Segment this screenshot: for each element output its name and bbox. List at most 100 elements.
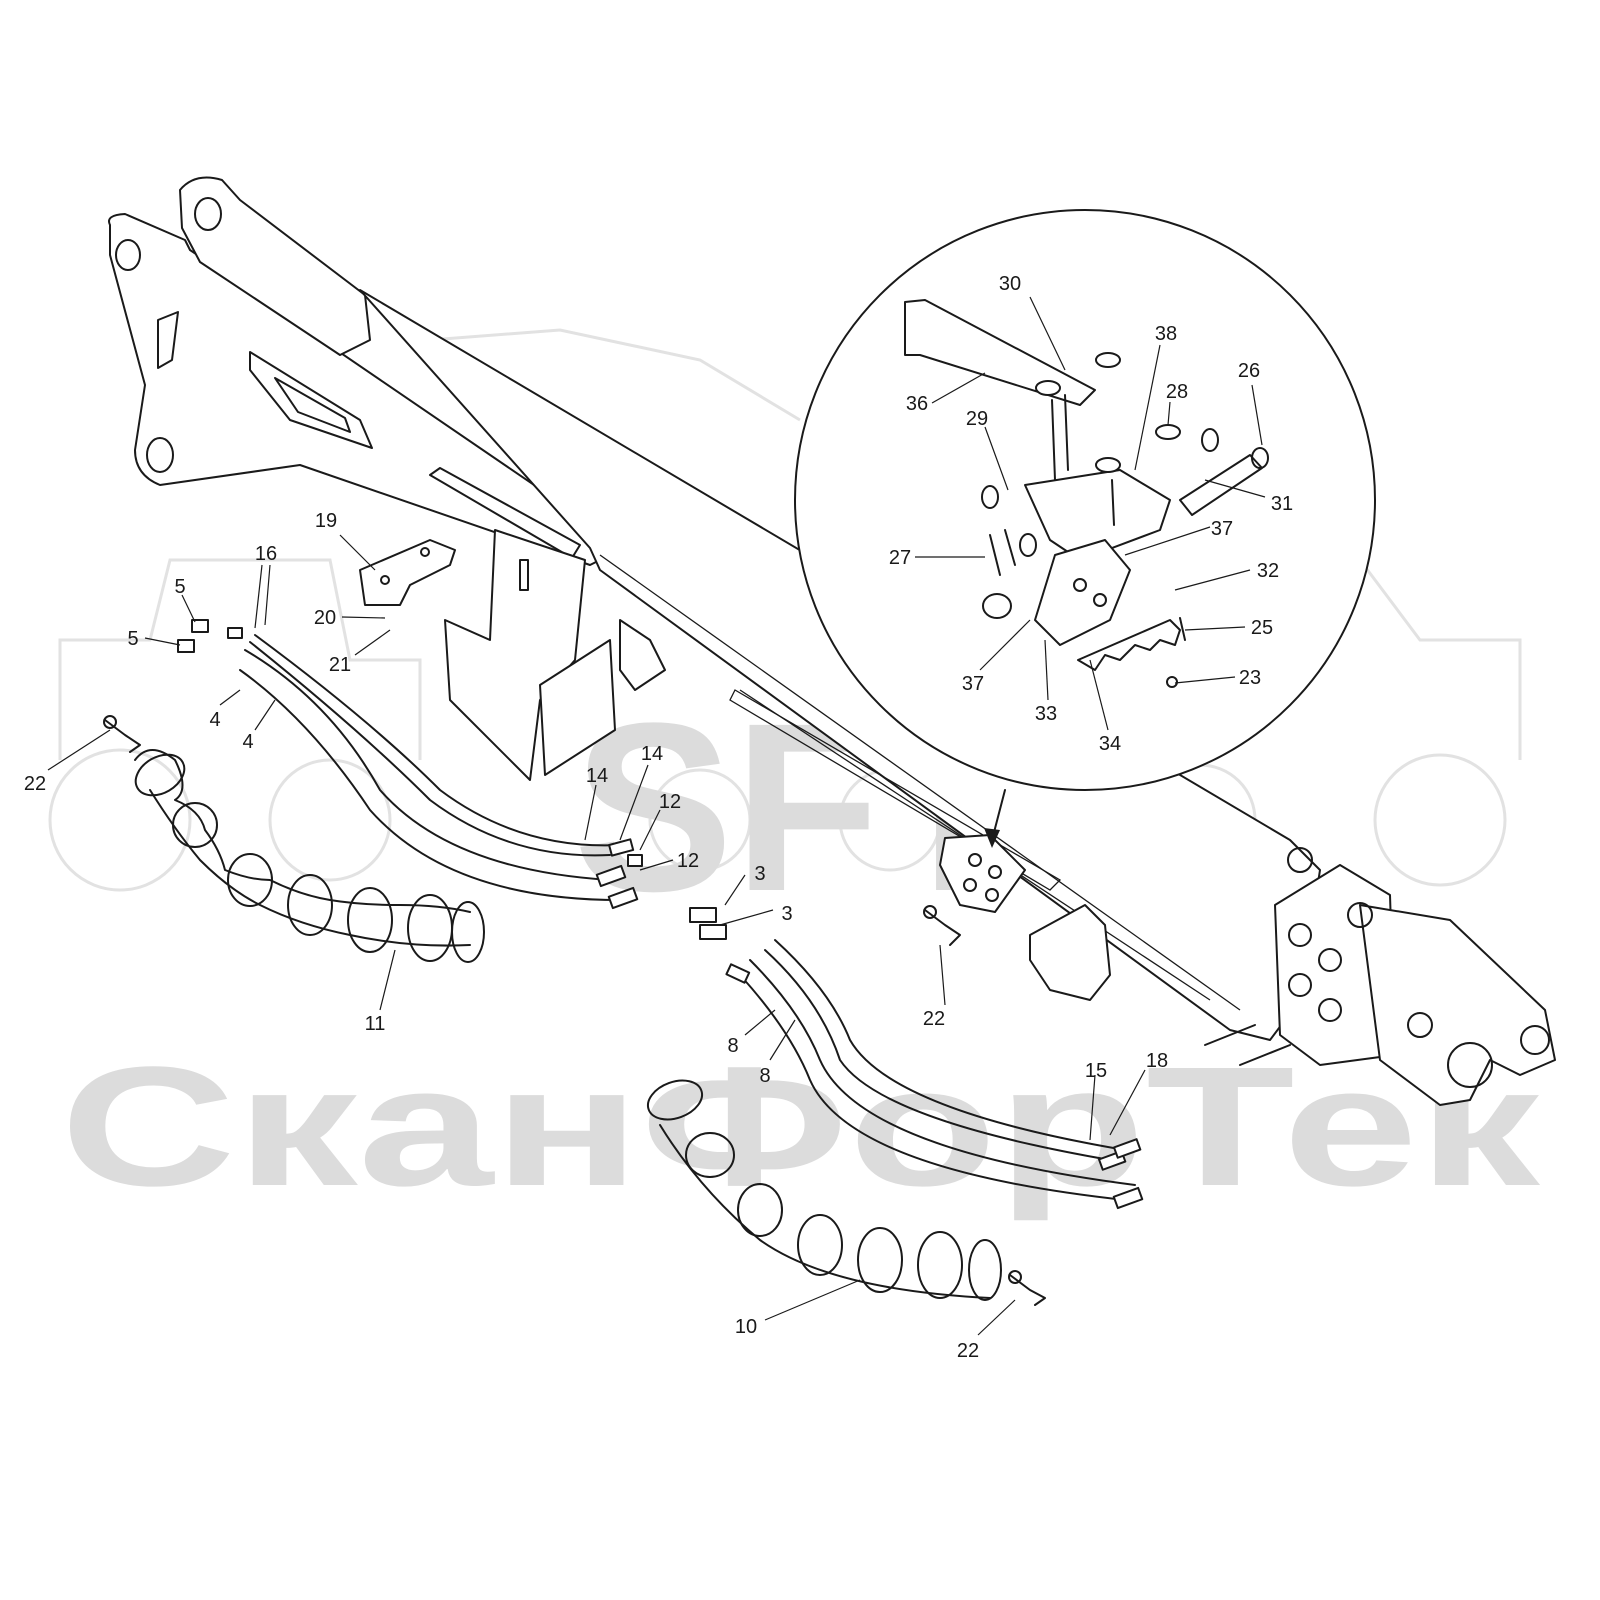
fitting-16: [227, 627, 243, 639]
fitting-3b: [699, 924, 727, 940]
rubber-mount-3: [1155, 424, 1181, 440]
hose-14a: [254, 634, 621, 847]
stud-1: [1051, 399, 1056, 481]
callout-25: 25: [1251, 617, 1273, 639]
bracket-37-hole-1: [1073, 578, 1087, 592]
bracket-37-hole-2: [1093, 593, 1107, 607]
boom-beam-strip: [729, 689, 1062, 891]
callout-22-b: 22: [923, 1008, 945, 1030]
head-bolt-1: [1204, 1024, 1256, 1046]
mounting-plate-hole-4: [985, 888, 999, 902]
clamp-22-mid-bolt: [923, 905, 937, 919]
callout-4-a: 4: [209, 709, 220, 731]
yoke-pivot-hole-lower: [146, 437, 174, 473]
rubber-mount-1: [1035, 380, 1061, 396]
callout-3-b: 3: [781, 903, 792, 925]
spiral-10-ring-1: [646, 1079, 704, 1121]
boom-top-rail: [429, 467, 581, 559]
fitting-12: [627, 854, 643, 867]
detail-arrow-head: [984, 828, 1000, 848]
head-pin-hole-5: [1407, 1012, 1433, 1038]
callout-31: 31: [1271, 493, 1293, 515]
guard-plate: [444, 529, 586, 781]
boom-assembly: [108, 176, 1556, 1106]
spiral-10-ring-3: [737, 1183, 783, 1237]
bracket-19-hole: [380, 575, 390, 585]
hose-14b: [249, 641, 611, 857]
rubber-mount-4: [1095, 457, 1121, 473]
rubber-mount-7: [1201, 428, 1219, 452]
spiral-11-ring-3: [227, 853, 273, 907]
callout-10: 10: [735, 1316, 757, 1338]
support-frame: [1024, 469, 1171, 561]
hoses: [177, 619, 1144, 1210]
spiral-10-ring-6: [917, 1231, 963, 1299]
callout-19: 19: [315, 510, 337, 532]
callout-21: 21: [329, 654, 351, 676]
mounting-plate-hole-3: [963, 878, 977, 892]
callout-26: 26: [1238, 360, 1260, 382]
spiral-11-body: [134, 749, 471, 913]
callout-14-a: 14: [641, 743, 663, 765]
callout-22-c: 22: [957, 1340, 979, 1362]
stud-3: [1111, 479, 1115, 526]
callout-32: 32: [1257, 560, 1279, 582]
head-frame-hole-2: [1318, 948, 1342, 972]
rubber-mount-5: [981, 485, 999, 509]
rubber-mount-6: [1019, 533, 1037, 557]
leader-lines: [47, 296, 1266, 1336]
stud-2: [1064, 394, 1069, 471]
clamp-22-bottom: [1009, 1274, 1046, 1306]
callout-5-a: 5: [174, 576, 185, 598]
boom-yoke: [108, 213, 601, 566]
callout-29: 29: [966, 408, 988, 430]
boom-beam: [359, 289, 1321, 1041]
bolt-27: [989, 534, 1001, 576]
hose-15: [764, 949, 1111, 1161]
callout-11: 11: [365, 1013, 386, 1035]
fitting-8-start: [725, 963, 751, 984]
mounting-plate-hole-2: [988, 865, 1002, 879]
callout-37-a: 37: [1211, 518, 1233, 540]
spiral-11-ring-6: [407, 894, 453, 962]
callout-18: 18: [1146, 1050, 1168, 1072]
fitting-4-end: [595, 864, 627, 888]
spiral-11-ring-5: [347, 887, 393, 953]
fitting-4-end-b: [607, 886, 639, 910]
head-pin-hole-2: [1347, 902, 1373, 928]
watermark-company-name: СканФорТек: [60, 1032, 1541, 1222]
bracket-19-hole-2: [420, 547, 430, 557]
spiral-11-ring-1: [134, 753, 186, 797]
callout-28: 28: [1166, 381, 1188, 403]
clamp-22-mid: [924, 909, 961, 946]
callout-14-b: 14: [586, 765, 608, 787]
hose-4b: [239, 669, 621, 901]
callout-22-a: 22: [24, 773, 46, 795]
head-frame-hole-3: [1288, 973, 1312, 997]
fitting-3a: [689, 907, 717, 923]
yoke-pivot-hole-upper: [115, 239, 141, 271]
spiral-11-ring-7: [451, 901, 485, 963]
fitting-14-end: [608, 838, 635, 857]
yoke-slot-inner: [274, 377, 351, 433]
holder-34: [1077, 619, 1181, 671]
spiral-10-ring-5: [857, 1227, 903, 1293]
callout-27: 27: [889, 547, 911, 569]
spiral-10-ring-4: [797, 1214, 843, 1276]
spiral-guard-10: [646, 1079, 1002, 1301]
fitting-18-end: [1113, 1138, 1142, 1159]
callout-5-b: 5: [127, 628, 138, 650]
callout-4-b: 4: [242, 731, 253, 753]
guard-plate-slot: [519, 559, 529, 591]
callout-34: 34: [1099, 733, 1121, 755]
yoke-pivot-hole-top: [194, 197, 222, 231]
callout-8-b: 8: [759, 1065, 770, 1087]
head-bolt-2: [1239, 1044, 1291, 1066]
head-pin-hole-3: [1520, 1025, 1550, 1055]
bracket-37: [1034, 539, 1131, 646]
callout-30: 30: [999, 273, 1021, 295]
boom-head-clevis: [1359, 904, 1556, 1106]
callout-37-b: 37: [962, 673, 984, 695]
screw-23: [1166, 676, 1178, 688]
boom-beam-edge: [599, 554, 1241, 1011]
